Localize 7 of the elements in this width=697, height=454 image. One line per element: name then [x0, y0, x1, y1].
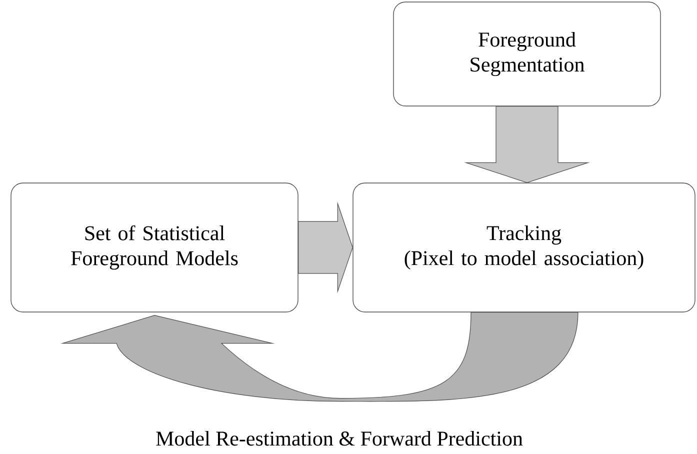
block-arrow — [464, 106, 590, 183]
process-box: Set of Statistical Foreground Models — [10, 182, 298, 312]
process-box: Foreground Segmentation — [393, 2, 661, 106]
edge-label: Model Re-estimation & Forward Prediction — [156, 430, 523, 446]
process-box: Tracking (Pixel to model association) — [352, 182, 696, 312]
block-arrow — [298, 202, 353, 294]
curved-arrow — [62, 312, 578, 402]
